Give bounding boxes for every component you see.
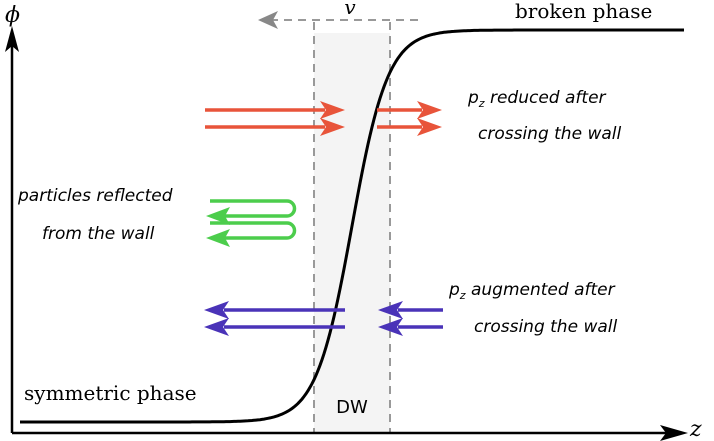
y-axis-label: ϕ xyxy=(5,3,20,28)
reflected-arrows xyxy=(206,199,297,247)
x-axis-label: z xyxy=(689,417,702,441)
transmitted-left-arrows-before xyxy=(378,301,443,336)
broken-phase-label: broken phase xyxy=(515,0,652,23)
reduced-annotation-line2: crossing the wall xyxy=(478,124,621,144)
x-axis-arrowhead xyxy=(660,425,688,441)
wall-velocity-arrowhead xyxy=(258,11,278,29)
symmetric-phase-label: symmetric phase xyxy=(24,381,197,405)
reflected-annotation-line2: from the wall xyxy=(42,224,155,244)
wall-velocity-label: v xyxy=(344,0,356,19)
domain-wall-label: DW xyxy=(336,397,368,418)
augmented-annotation-line2: crossing the wall xyxy=(474,317,617,337)
reduced-annotation-line1: pz reduced after xyxy=(467,88,607,110)
transmitted-right-arrows-after xyxy=(377,101,442,136)
transmitted-left-arrows-after xyxy=(204,301,345,336)
reflected-annotation-line1: particles reflected xyxy=(17,186,173,206)
y-axis-arrowhead xyxy=(5,26,19,52)
field-profile-curve xyxy=(20,28,684,424)
transmitted-right-arrows-before xyxy=(205,101,345,136)
augmented-annotation-line1: pz augmented after xyxy=(448,280,616,302)
